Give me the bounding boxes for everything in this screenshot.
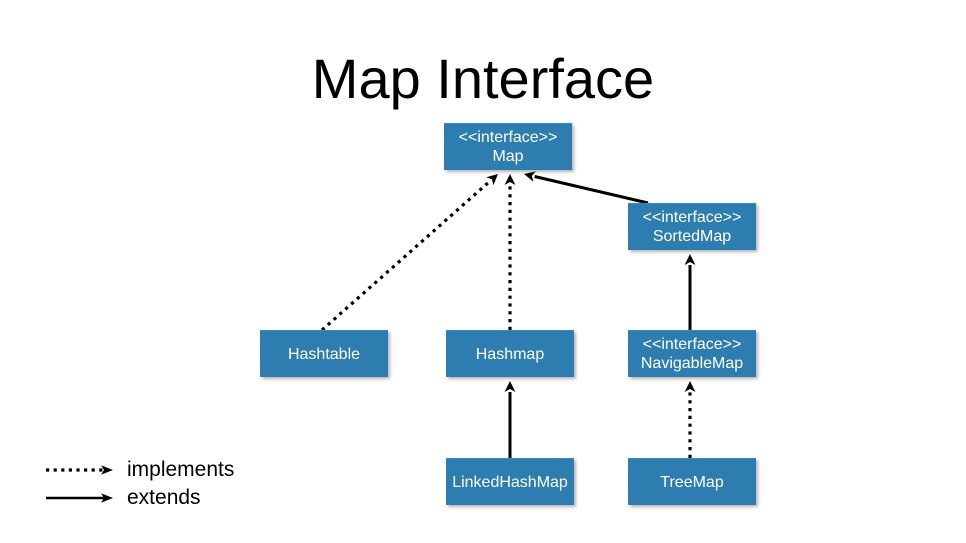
legend-label-implements: implements (127, 458, 235, 481)
page-title: Map Interface (311, 47, 655, 110)
arrowhead-hashtable-to-map (486, 174, 498, 186)
arrowhead-linkedhashmap-to-hashmap (504, 381, 516, 392)
class-box-sortedmap[interactable]: <<interface>> SortedMap (628, 203, 756, 250)
solid-arrow-icon (46, 493, 113, 503)
stereotype-label: <<interface>> (458, 129, 558, 146)
class-box-linkedhashmap[interactable]: LinkedHashMap (446, 458, 574, 505)
class-name-label: NavigableMap (640, 355, 744, 372)
arrowhead-sortedmap-to-map (524, 171, 536, 182)
connector-sortedmap-to-map (534, 175, 649, 205)
dotted-arrow-icon (46, 465, 113, 475)
class-box-map[interactable]: <<interface>> Map (444, 123, 572, 170)
legend-label-extends: extends (127, 486, 201, 509)
arrowhead-treemap-to-navigablemap (684, 381, 696, 392)
stereotype-label: <<interface>> (642, 209, 742, 226)
class-name-label: LinkedHashMap (452, 473, 568, 491)
class-box-hashmap[interactable]: Hashmap (446, 330, 574, 377)
legend-item-extends: extends (45, 483, 201, 513)
stereotype-label: <<interface>> (642, 336, 742, 353)
class-name-label: Hashtable (287, 345, 361, 363)
arrowhead-navigablemap-to-sortedmap (684, 254, 696, 265)
arrowhead-hashmap-to-map (504, 174, 516, 185)
class-box-hashtable[interactable]: Hashtable (260, 330, 388, 377)
class-name-label: SortedMap (652, 228, 732, 245)
legend-item-implements: implements (45, 455, 234, 485)
connector-hashtable-to-map (320, 180, 491, 332)
class-box-treemap[interactable]: TreeMap (628, 458, 756, 505)
class-box-navigablemap[interactable]: <<interface>> NavigableMap (628, 330, 756, 377)
class-name-label: Hashmap (475, 345, 545, 363)
class-name-label: Map (492, 148, 524, 165)
class-name-label: TreeMap (660, 473, 724, 491)
